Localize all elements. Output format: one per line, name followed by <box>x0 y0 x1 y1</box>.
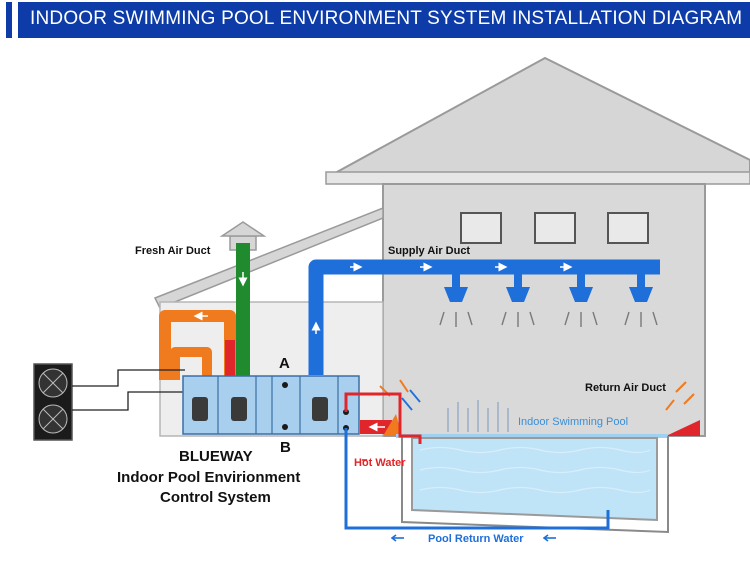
supply-duct-flow-arrows <box>311 262 573 334</box>
pool-return-water-line <box>344 428 610 530</box>
label-point-b: B <box>280 439 291 456</box>
supply-diffusers <box>444 267 653 302</box>
fan-blades <box>42 372 64 430</box>
return-air-arrows <box>379 379 695 411</box>
banner-bar <box>18 2 750 38</box>
supply-air-duct <box>308 259 660 375</box>
unit-brand: BLUEWAY <box>179 448 253 465</box>
label-point-a: A <box>279 355 290 372</box>
unit-name-line2: Control System <box>160 489 271 506</box>
pool-wave-2 <box>419 466 651 474</box>
return-air-wedge-left <box>383 414 402 436</box>
annex-roof <box>153 206 384 309</box>
chimney-cap <box>219 221 267 237</box>
hot-water-line <box>344 392 422 444</box>
refrigerant-lines <box>72 369 185 411</box>
label-fresh-air-duct: Fresh Air Duct <box>135 245 211 257</box>
page-title: INDOOR SWIMMING POOL ENVIRONMENT SYSTEM … <box>30 8 743 29</box>
unit-dividers <box>217 376 339 434</box>
unit-name-line1: Indoor Pool Envirionment <box>117 469 300 486</box>
unit-fan-2 <box>231 397 247 421</box>
pool-deck-line <box>396 434 668 438</box>
unit-fan-1 <box>192 397 208 421</box>
pool-return-arrows <box>390 534 556 542</box>
blueway-unit <box>182 375 360 435</box>
label-pool-return-water: Pool Return Water <box>428 533 524 545</box>
supply-air-arrows <box>439 311 658 327</box>
main-roof <box>325 56 750 179</box>
return-air-wedge-right <box>666 420 700 436</box>
point-a-dot <box>282 382 288 388</box>
label-supply-air-duct: Supply Air Duct <box>388 245 470 257</box>
point-b-dot <box>282 424 288 430</box>
return-air-arrows-blue <box>401 389 421 411</box>
warm-air-duct-inner <box>170 347 212 380</box>
window-2 <box>534 212 576 244</box>
roof-eave <box>325 171 750 185</box>
fresh-air-duct <box>236 243 250 379</box>
label-hot-water: Hot Water <box>354 457 406 469</box>
banner-accent <box>6 2 12 38</box>
pool-wave-3 <box>419 486 651 494</box>
warm-duct-red-section <box>225 340 235 380</box>
pool-basin <box>411 437 658 522</box>
label-return-air-duct: Return Air Duct <box>585 382 666 394</box>
evaporation-arrows <box>447 400 509 432</box>
installation-diagram: Fresh Air Duct Supply Air Duct Return Ai… <box>33 56 750 545</box>
header-banner: INDOOR SWIMMING POOL ENVIRONMENT SYSTEM … <box>0 0 750 40</box>
window-3 <box>607 212 649 244</box>
unit-fan-3 <box>312 397 328 421</box>
label-indoor-swimming-pool: Indoor Swimming Pool <box>518 416 628 428</box>
pool-wave-1 <box>419 446 651 454</box>
window-1 <box>460 212 502 244</box>
